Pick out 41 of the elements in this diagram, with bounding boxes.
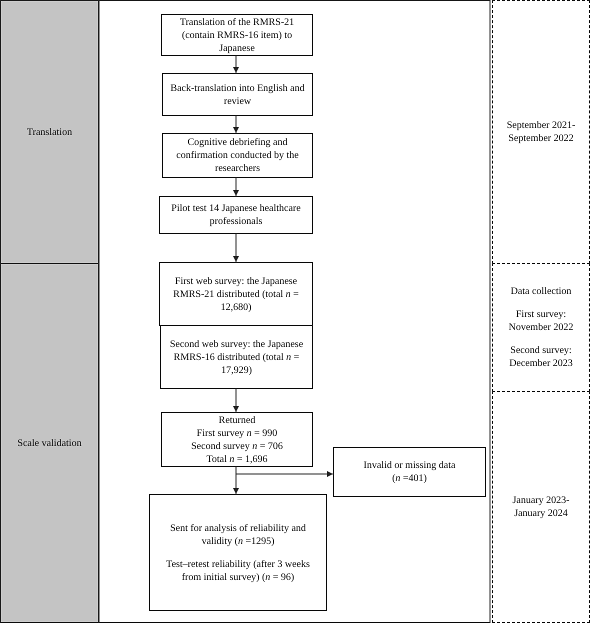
arrow bbox=[233, 234, 239, 262]
box-heading: Invalid or missing data bbox=[364, 459, 456, 472]
box-text: Second survey n = 706 bbox=[191, 440, 283, 452]
process-box bbox=[333, 447, 486, 497]
arrow bbox=[236, 466, 334, 477]
box-text: First survey n = 990 bbox=[196, 426, 278, 440]
process-box bbox=[159, 262, 313, 326]
phase-band bbox=[0, 263, 99, 623]
arrow bbox=[233, 178, 239, 196]
box-text: Second survey: December 2023 bbox=[508, 344, 574, 370]
process-box bbox=[162, 73, 313, 116]
process-box bbox=[161, 412, 313, 467]
box-text: Pilot test 14 Japanese healthcare professionals bbox=[170, 202, 302, 228]
box-text: Test–retest reliability (after 3 weeks from initial survey) (n = 96) bbox=[165, 558, 311, 584]
box-text: (n =401) bbox=[392, 472, 427, 485]
process-box bbox=[162, 133, 313, 178]
process-box bbox=[149, 494, 327, 611]
timeline-box bbox=[492, 391, 590, 623]
timeline-box bbox=[492, 263, 590, 392]
arrow bbox=[233, 56, 239, 74]
box-heading: Data collection bbox=[510, 285, 572, 298]
phase-band bbox=[0, 0, 99, 264]
box-heading: Sent for analysis of reliability and validity (n =1295) bbox=[169, 522, 307, 548]
box-text: January 2023- January 2024 bbox=[512, 494, 570, 520]
box-text: Translation of the RMRS-21 (contain RMRS-16 item) to Japanese bbox=[178, 16, 296, 54]
box-text: Total n = 1,696 bbox=[206, 452, 268, 466]
arrow bbox=[233, 116, 239, 134]
box-text: Translation bbox=[26, 126, 72, 138]
box-text: Cognitive debriefing and confirmation conducted by the researchers bbox=[175, 136, 300, 175]
box-text: September 2021- September 2022 bbox=[506, 119, 576, 145]
box-text: First survey: November 2022 bbox=[508, 308, 574, 334]
box-text: Scale validation bbox=[17, 436, 82, 450]
process-box bbox=[161, 14, 313, 56]
box-text: First web survey: the Japanese RMRS-21 distributed (total n = 12,680) bbox=[172, 274, 300, 314]
timeline-box bbox=[492, 0, 590, 264]
process-box bbox=[159, 196, 313, 234]
box-text: Back-translation into English and review bbox=[169, 82, 306, 108]
box-heading: Returned bbox=[218, 414, 256, 426]
process-box bbox=[160, 325, 313, 389]
arrow bbox=[233, 388, 239, 412]
box-text: Second web survey: the Japanese RMRS-16 distributed (total n = 17,929) bbox=[168, 338, 304, 376]
